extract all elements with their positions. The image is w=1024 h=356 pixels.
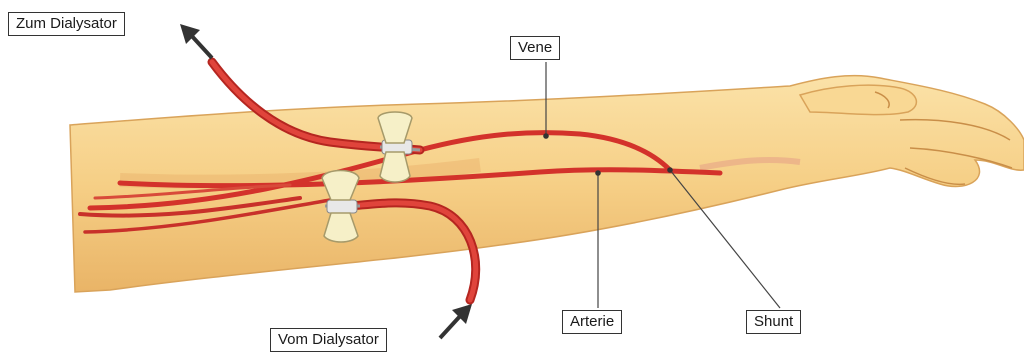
label-artery: Arterie (562, 310, 622, 334)
label-shunt: Shunt (746, 310, 801, 334)
arrow-from-dialyzer (440, 304, 472, 338)
label-to-dialyzer: Zum Dialysator (8, 12, 125, 36)
needle-lower (322, 171, 360, 243)
arrow-to-dialyzer (180, 24, 212, 58)
label-from-dialyzer: Vom Dialysator (270, 328, 387, 352)
label-vein: Vene (510, 36, 560, 60)
